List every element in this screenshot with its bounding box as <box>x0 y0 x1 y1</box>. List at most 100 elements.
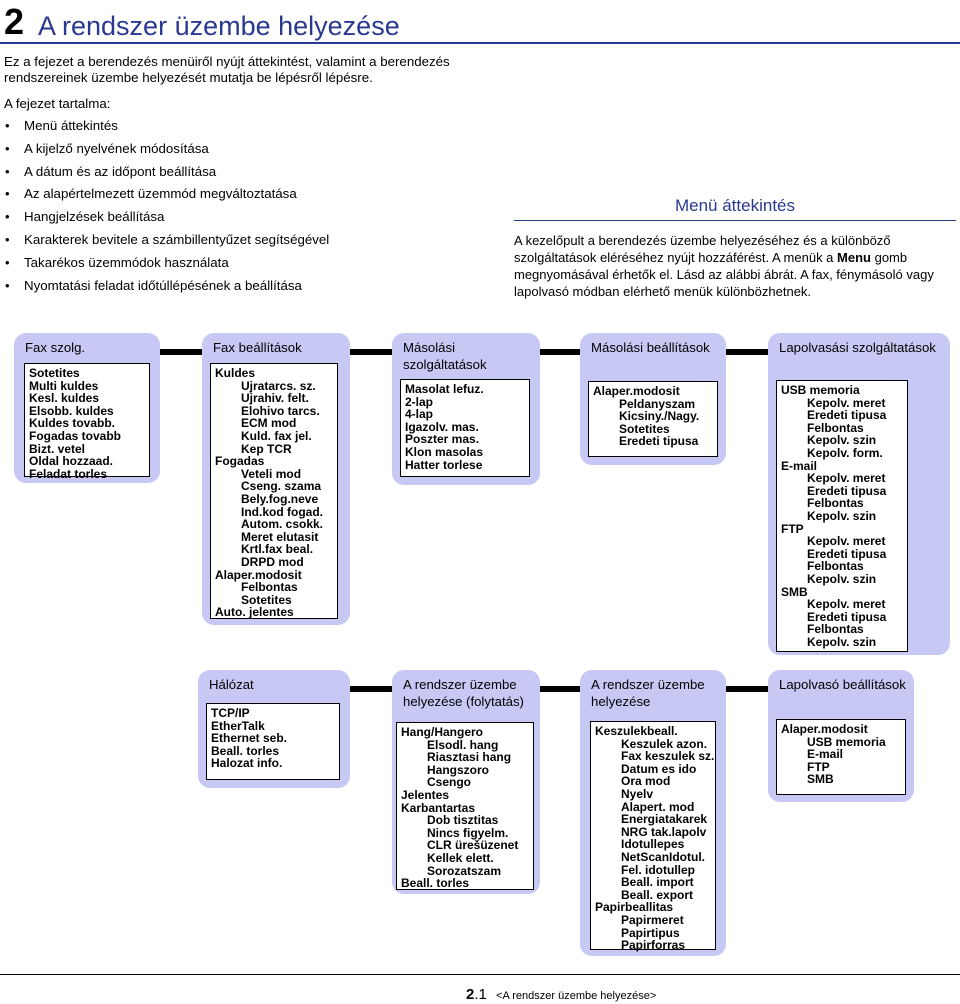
submenu-item[interactable]: Kepolv. szin <box>807 571 877 586</box>
submenu-item[interactable]: Elohivo tarcs. <box>241 403 320 418</box>
submenu-item[interactable]: Meret elutasit <box>241 529 319 544</box>
menu-item[interactable]: Feladat torles <box>29 466 108 481</box>
menu-item[interactable]: TCP/IP <box>211 706 250 720</box>
submenu-item[interactable]: Elsodl. hang <box>427 737 499 752</box>
menu-item[interactable]: USB memoria <box>781 383 860 397</box>
submenu-item[interactable]: NetScanIdotul. <box>621 849 706 864</box>
submenu-item[interactable]: Csengo <box>427 775 472 790</box>
submenu-item[interactable]: Sotetites <box>619 421 670 436</box>
submenu-item[interactable]: Papirforras <box>621 938 686 953</box>
submenu-item[interactable]: ECM mod <box>241 416 297 431</box>
submenu-item[interactable]: Kuld. fax jel. <box>241 428 312 443</box>
menu-item[interactable]: Sotetites <box>29 366 80 380</box>
submenu-item[interactable]: USB memoria <box>807 734 886 749</box>
menu-item[interactable]: Hatter torlese <box>405 457 483 472</box>
submenu-item[interactable]: Kepolv. meret <box>807 395 886 410</box>
submenu-item[interactable]: DRPD mod <box>241 554 304 569</box>
submenu-item[interactable]: CLR ürešüzenet <box>427 838 519 853</box>
menu-item[interactable]: Elsobb. kuldes <box>29 403 114 418</box>
menu-box-system-setup[interactable]: A rendszer üzembe helyezése Keszulekbeal… <box>580 670 726 956</box>
submenu-item[interactable]: Kepolv. form. <box>807 445 883 460</box>
menu-box-copy-services[interactable]: Másolási szolgáltatások Masolat lefuz.2-… <box>392 333 540 485</box>
submenu-item[interactable]: Kepolv. meret <box>807 534 886 549</box>
submenu-item[interactable]: Dob tisztitas <box>427 813 499 828</box>
submenu-item[interactable]: Beall. import <box>621 875 694 890</box>
menu-item[interactable]: EtherTalk <box>211 718 265 733</box>
menu-item[interactable]: Hang/Hangero <box>401 725 484 739</box>
toc-item[interactable]: Nyomtatási feladat időtúllépésének a beá… <box>4 278 329 301</box>
submenu-item[interactable]: Sotetites <box>241 592 292 607</box>
submenu-item[interactable]: Kepolv. szin <box>807 634 877 649</box>
submenu-item[interactable]: Nyelv <box>621 786 654 801</box>
submenu-item[interactable]: Kepolv. meret <box>807 597 886 612</box>
submenu-item[interactable]: Felbontas <box>807 420 864 435</box>
menu-item[interactable]: Masolat lefuz. <box>405 382 484 396</box>
submenu-item[interactable]: NRG tak.lapolv <box>621 824 707 839</box>
submenu-item[interactable]: Eredeti tipusa <box>807 546 887 561</box>
submenu-item[interactable]: Ora mod <box>621 774 671 789</box>
menu-item[interactable]: Kesl. kuldes <box>29 391 100 406</box>
submenu-item[interactable]: Felbontas <box>807 622 864 637</box>
submenu-item[interactable]: Nincs figyelm. <box>427 825 509 840</box>
menu-item[interactable]: 2-lap <box>405 394 434 409</box>
submenu-item[interactable]: Beall. export <box>621 887 694 902</box>
submenu-item[interactable]: Kicsiny./Nagy. <box>619 409 700 424</box>
submenu-item[interactable]: Kepolv. meret <box>807 471 886 486</box>
menu-item[interactable]: Alaper.modosit <box>781 722 868 736</box>
menu-item[interactable]: Alaper.modosit <box>215 567 302 582</box>
submenu-item[interactable]: Alapert. mod <box>621 799 695 814</box>
menu-item[interactable]: Keszulekbeall. <box>595 724 678 738</box>
submenu-item[interactable]: Kep TCR <box>241 441 292 456</box>
submenu-item[interactable]: SMB <box>807 772 834 787</box>
menu-item[interactable]: Kuldes tovabb. <box>29 416 116 431</box>
submenu-item[interactable]: Papirtipus <box>621 925 680 940</box>
submenu-item[interactable]: Kepolv. szin <box>807 433 877 448</box>
menu-item[interactable]: Halozat info. <box>211 756 283 771</box>
submenu-item[interactable]: Eredeti tipusa <box>807 483 887 498</box>
submenu-item[interactable]: E-mail <box>807 747 844 762</box>
submenu-item[interactable]: FTP <box>807 759 830 774</box>
toc-item[interactable]: Karakterek bevitele a számbillentyűzet s… <box>4 232 329 255</box>
submenu-item[interactable]: Papirmeret <box>621 912 684 927</box>
menu-item[interactable]: Klon masolas <box>405 444 484 459</box>
menu-item[interactable]: Auto. jelentes <box>215 605 294 620</box>
menu-item[interactable]: Igazolv. mas. <box>405 419 479 434</box>
submenu-item[interactable]: Eredeti tipusa <box>807 609 887 624</box>
toc-item[interactable]: A dátum és az időpont beállítása <box>4 164 329 187</box>
menu-item[interactable]: Jelentes <box>401 787 450 802</box>
menu-item[interactable]: Oldal hozzaad. <box>29 454 114 469</box>
submenu-item[interactable]: Eredeti tipusa <box>807 408 887 423</box>
submenu-item[interactable]: Ind.kod fogad. <box>241 504 323 519</box>
submenu-item[interactable]: Riasztasi hang <box>427 750 512 765</box>
toc-item[interactable]: A kijelző nyelvének módosítása <box>4 141 329 164</box>
submenu-item[interactable]: Felbontas <box>807 559 864 574</box>
submenu-item[interactable]: Eredeti tipusa <box>619 434 699 449</box>
submenu-item[interactable]: Felbontas <box>807 496 864 511</box>
submenu-item[interactable]: Sorozatszam <box>427 863 502 878</box>
toc-item[interactable]: Hangjelzések beállítása <box>4 209 329 232</box>
menu-item[interactable]: Papirbeallitas <box>595 900 674 915</box>
menu-item[interactable]: Beall. torles <box>401 876 470 891</box>
submenu-item[interactable]: Kellek elett. <box>427 850 494 865</box>
submenu-item[interactable]: Hangszoro <box>427 762 490 777</box>
submenu-item[interactable]: Ujrahiv. felt. <box>241 391 309 406</box>
submenu-item[interactable]: Veteli mod <box>241 466 302 481</box>
submenu-item[interactable]: Kepolv. szin <box>807 508 877 523</box>
menu-item[interactable]: Bizt. vetel <box>29 441 86 456</box>
submenu-item[interactable]: Idotullepes <box>621 837 685 852</box>
submenu-item[interactable]: Autom. csokk. <box>241 517 324 532</box>
menu-item[interactable]: FTP <box>781 521 804 536</box>
menu-item[interactable]: Beall. torles <box>211 743 280 758</box>
menu-item[interactable]: Fogadas <box>215 454 265 469</box>
submenu-item[interactable]: Ujratarcs. sz. <box>241 378 316 393</box>
toc-item[interactable]: Az alapértelmezett üzemmód megváltoztatá… <box>4 186 329 209</box>
menu-item[interactable]: 4-lap <box>405 407 434 422</box>
submenu-item[interactable]: Krtl.fax beal. <box>241 542 314 557</box>
menu-item[interactable]: E-mail <box>781 458 818 473</box>
